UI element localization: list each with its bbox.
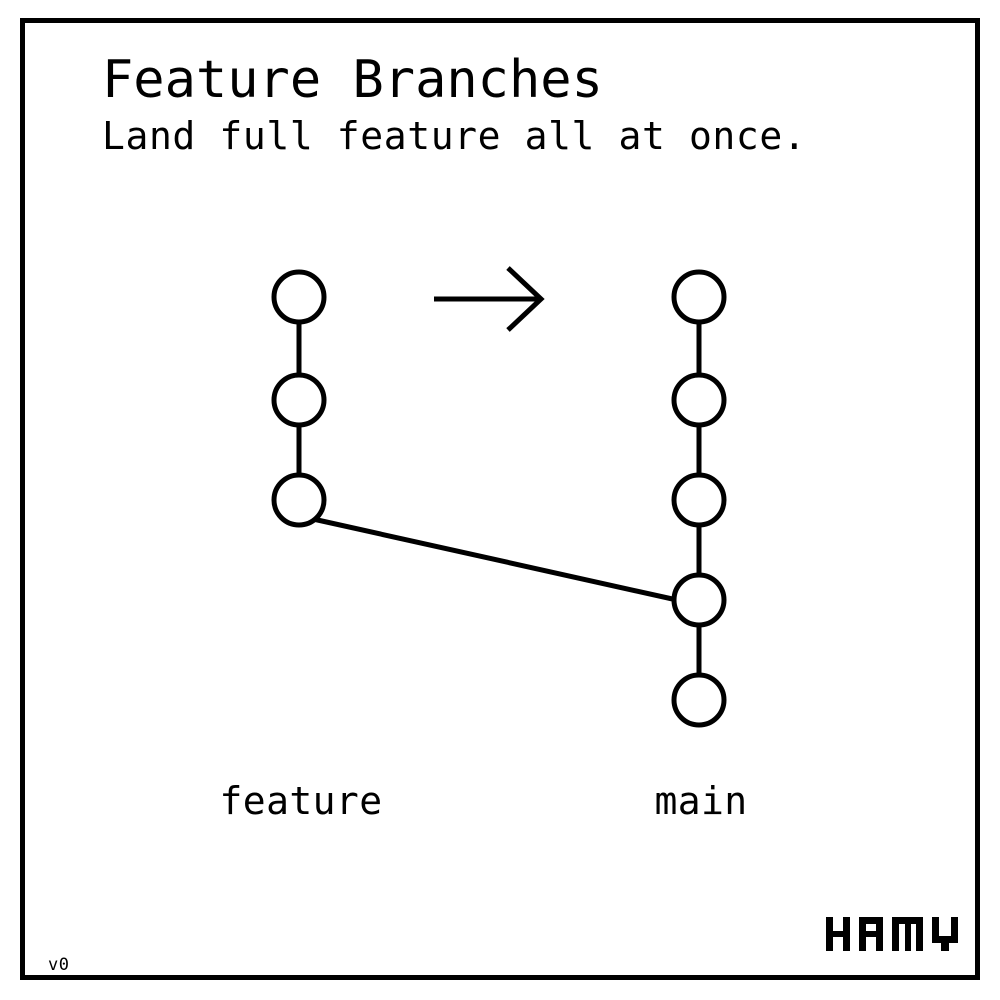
main-commit-node-3[interactable] <box>671 472 727 528</box>
footer-version: v0 <box>48 955 70 975</box>
page-border-frame <box>20 18 980 980</box>
page-subtitle: Land full feature all at once. <box>102 114 807 158</box>
arrow-right-icon <box>434 266 545 332</box>
feature-commit-node-2[interactable] <box>271 372 327 428</box>
footer-meta: v0 HAMY.XYZ <box>48 905 134 1000</box>
main-commit-node-2[interactable] <box>671 372 727 428</box>
hamy-logo <box>826 917 958 951</box>
branch-label-main: main <box>654 779 748 823</box>
feature-commit-node-1[interactable] <box>271 269 327 325</box>
branch-label-feature: feature <box>219 779 383 823</box>
merge-edge-feature-to-main <box>312 516 678 603</box>
main-commit-node-4[interactable] <box>671 572 727 628</box>
main-commit-node-5[interactable] <box>671 672 727 728</box>
main-commit-node-1[interactable] <box>671 269 727 325</box>
feature-commit-node-3[interactable] <box>271 472 327 528</box>
page-title: Feature Branches <box>102 50 603 110</box>
